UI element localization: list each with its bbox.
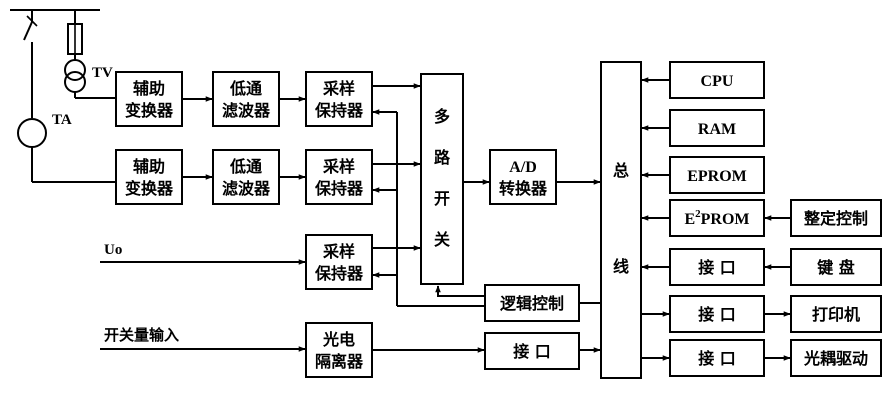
setting-control-label: 整定控制 [803,209,868,228]
sample-hold-3 [305,234,373,290]
interface-2-label: 接 口 [698,305,736,324]
ad-converter [489,149,557,205]
opto-isolator-line2: 隔离器 [315,352,364,371]
printer-block [790,295,882,333]
lowpass-filter-1-line1: 低通 [229,79,262,98]
sample-hold-1-line2: 保持器 [314,101,364,120]
ad-converter-line2: 转换器 [499,179,548,198]
e2prom-label-sup: 2 [695,208,701,220]
system-bus [600,61,642,379]
cpu-block [669,61,765,99]
aux-converter-1-line1: 辅助 [133,79,165,98]
opto-drive-label: 光耦驱动 [803,349,868,368]
eprom-label: EPROM [687,168,747,185]
keyboard-block [790,248,882,286]
logic-control [484,284,580,322]
input-interface-label: 接 口 [513,342,551,361]
e2prom-label-rest: PROM [701,211,750,228]
sample-hold-1-line1: 采样 [322,79,355,98]
lowpass-filter-2-line1: 低通 [229,157,262,176]
multiplexer-char3: 开 [434,189,450,208]
e2prom-block [669,199,765,237]
eprom-block [669,156,765,194]
multiplexer [420,73,464,285]
breaker-mark [26,15,38,27]
pt-winding-lower [64,71,86,93]
aux-converter-2-line1: 辅助 [133,157,165,176]
breaker-contact [23,21,33,41]
ct-symbol [17,118,47,148]
uo-label: Uo [104,242,122,258]
sample-hold-2 [305,149,373,205]
switch-input-label: 开关量输入 [104,326,179,344]
system-bus-char1: 总 [613,161,629,180]
multiplexer-char4: 关 [434,230,450,249]
keyboard-label: 键 盘 [816,258,855,277]
tv-label: TV [92,65,113,81]
input-interface [484,332,580,370]
opto-isolator [305,322,373,378]
ad-converter-line1: A/D [509,159,537,176]
interface-block-2 [669,295,765,333]
interface-1-label: 接 口 [698,258,736,277]
aux-converter-2-line2: 变换器 [125,179,174,198]
opto-drive-block [790,339,882,377]
pt-winding-upper [64,59,86,81]
sample-hold-2-line1: 采样 [322,157,355,176]
e2prom-label: E2PROM [684,208,749,228]
sample-hold-1 [305,71,373,127]
e2prom-label-main: E [684,211,695,228]
ram-block [669,109,765,147]
logic-to-mux-arrow [435,285,485,297]
aux-converter-1-line2: 变换器 [125,101,174,120]
primary-circuit: TA TV [10,9,116,183]
ta-label: TA [52,112,72,128]
multiplexer-char1: 多 [434,107,450,126]
aux-converter-2 [115,149,183,205]
logic-control-label: 逻辑控制 [500,294,564,313]
lowpass-filter-1-line2: 滤波器 [222,101,271,120]
printer-label: 打印机 [812,305,860,324]
lowpass-filter-2-line2: 滤波器 [222,179,271,198]
sample-hold-3-line2: 保持器 [314,264,364,283]
sample-hold-3-line1: 采样 [322,242,355,261]
setting-control-block [790,199,882,237]
sample-hold-2-line2: 保持器 [314,179,364,198]
cpu-label: CPU [701,73,734,90]
ram-label: RAM [698,121,736,138]
interface-3-label: 接 口 [698,349,736,368]
multiplexer-char2: 路 [434,148,451,167]
system-bus-char2: 线 [613,257,629,276]
opto-isolator-line1: 光电 [322,330,355,349]
